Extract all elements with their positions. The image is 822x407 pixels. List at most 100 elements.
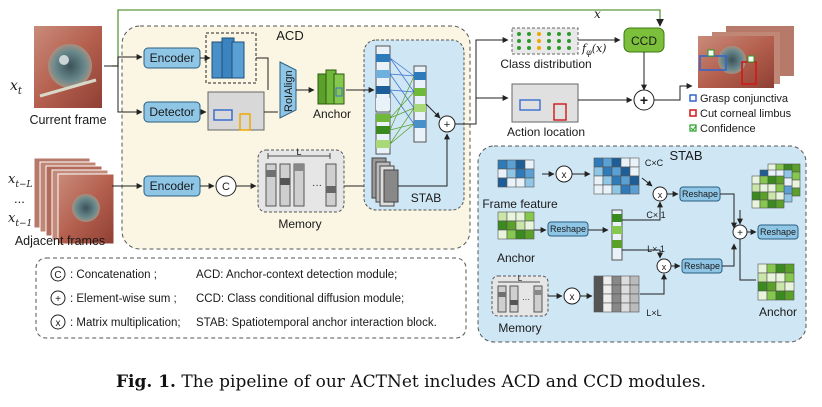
matrix-cell (775, 281, 786, 292)
matrix-cell (620, 293, 631, 304)
matrix-cell (759, 183, 769, 193)
matrix-cell (515, 229, 526, 240)
matrix-cell (611, 293, 622, 304)
distribution-dot (567, 46, 571, 50)
encoder-feature-stack (205, 32, 257, 84)
matrix-cell (506, 211, 517, 222)
matrix-cell (611, 166, 622, 177)
matrix-cell (497, 177, 508, 188)
svg-text:+: + (737, 228, 743, 239)
memory-label: Memory (278, 217, 321, 231)
svg-text:+: + (640, 92, 648, 108)
stab-inner-columns (371, 45, 427, 207)
matrix-cell (524, 220, 535, 231)
distribution-dot (567, 32, 571, 36)
matrix-cell (775, 175, 785, 185)
distribution-dot (527, 32, 531, 36)
reshape-box-3 (757, 224, 799, 240)
matrix-cell (620, 284, 631, 295)
matrix-cell (611, 175, 622, 186)
matrix-cell (593, 184, 604, 195)
matrix-cell (791, 179, 801, 189)
matrix-cell (775, 290, 786, 301)
matrix-cell (593, 302, 604, 313)
matrix-cell (506, 229, 517, 240)
matrix-cell (767, 183, 777, 193)
stab-memory-block: L ··· (491, 274, 549, 317)
distribution-dot (567, 39, 571, 43)
matrix-cell (602, 175, 613, 186)
stab-detail-title: STAB (670, 148, 703, 163)
distribution-dot (527, 39, 531, 43)
matrix-cell (602, 302, 613, 313)
action-location-label: Action location (507, 125, 585, 139)
frame-feature-label: Frame feature (482, 197, 558, 211)
distribution-dot (557, 32, 561, 36)
matrix-cell (593, 166, 604, 177)
distribution-dot (517, 46, 521, 50)
distribution-dot (547, 39, 551, 43)
matrix-cell (602, 166, 613, 177)
distribution-dot (557, 46, 561, 50)
class-distribution-label: Class distribution (500, 57, 591, 71)
cxc-label: C×C (645, 158, 664, 168)
matrix-cell (784, 263, 795, 274)
matrix-cell (524, 211, 535, 222)
matrix-cell (783, 169, 793, 179)
matrix-cell (602, 293, 613, 304)
matrix-cell (766, 281, 777, 292)
matrix-cell (515, 220, 526, 231)
svg-text:Confidence: Confidence (700, 123, 756, 135)
matrix-cell (751, 191, 761, 201)
svg-text:···: ··· (312, 180, 322, 191)
matrix-cell (629, 166, 640, 177)
matrix-cell (515, 168, 526, 179)
stab-output-stack (751, 163, 801, 209)
anchor-input-grid (497, 211, 535, 240)
anchor-input-label: Anchor (497, 251, 535, 265)
matrix-cell (593, 175, 604, 186)
encoder-bottom-label: Encoder (150, 179, 195, 193)
svg-text:Reshape: Reshape (682, 189, 718, 199)
matrix-cell (497, 168, 508, 179)
matrix-cell (611, 157, 622, 168)
matrix-cell (506, 159, 517, 170)
lxl-label: L×L (646, 308, 661, 318)
f-phi-label: fφ(x) (581, 42, 606, 57)
matrix-cell (620, 157, 631, 168)
distribution-dot (527, 46, 531, 50)
x-t-minus-L-label: xt−L (8, 172, 33, 190)
adjacent-frames-stack (33, 157, 115, 245)
matrix-cell (515, 177, 526, 188)
distribution-dot (547, 46, 551, 50)
distribution-dot (517, 39, 521, 43)
matrix-cell (602, 284, 613, 295)
matrix-cell (611, 275, 622, 286)
matrix-cell (524, 229, 535, 240)
symbol-legend-panel (35, 257, 467, 339)
matrix-cell (757, 272, 768, 283)
matrix-cell (767, 191, 777, 201)
ellipsis-label: ... (14, 191, 25, 206)
anchor-label: Anchor (313, 107, 351, 121)
matrix-cell (775, 199, 785, 209)
svg-text:C: C (54, 270, 61, 281)
svg-text:x: x (56, 318, 61, 329)
matrix-cell (775, 263, 786, 274)
matrix-cell (611, 284, 622, 295)
distribution-dot (557, 39, 561, 43)
matrix-cell (593, 157, 604, 168)
matrix-cell (751, 183, 761, 193)
roialign-label: RoIAlign (283, 70, 295, 112)
matrix-cell (629, 293, 640, 304)
figure-caption: Fig. 1. The pipeline of our ACTNet inclu… (115, 372, 707, 392)
matrix-cell (791, 171, 801, 181)
class-distribution-box (511, 27, 579, 55)
adjacent-frames-label: Adjacent frames (15, 234, 105, 248)
matrix-cell (629, 157, 640, 168)
matrix-cell (629, 275, 640, 286)
x-t-label: xt (10, 78, 23, 97)
svg-text:Reshape: Reshape (760, 227, 796, 237)
svg-text:···: ··· (522, 295, 530, 304)
matrix-cell (620, 275, 631, 286)
